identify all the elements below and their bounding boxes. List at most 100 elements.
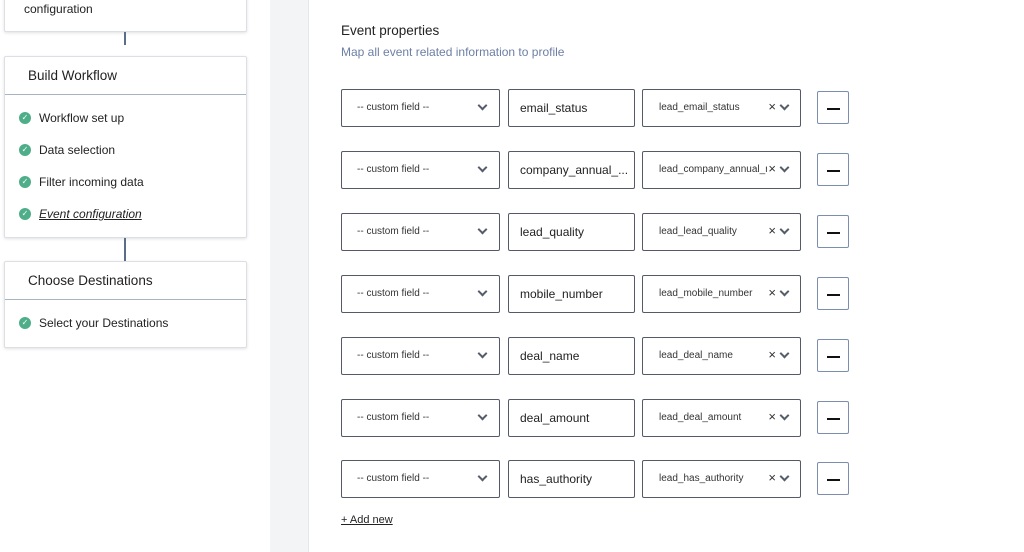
divider-gap: [270, 0, 308, 552]
field-name-input[interactable]: deal_name: [508, 337, 635, 375]
field-name-value: lead_quality: [520, 225, 585, 239]
chevron-down-icon: [477, 410, 488, 421]
field-name-value: mobile_number: [520, 287, 603, 301]
custom-field-value: -- custom field --: [357, 164, 430, 175]
lead-field-value: lead_has_authority: [659, 473, 744, 484]
custom-field-select[interactable]: -- custom field --: [341, 89, 500, 127]
add-new-link[interactable]: + Add new: [341, 514, 393, 526]
custom-field-select[interactable]: -- custom field --: [341, 151, 500, 189]
field-name-input[interactable]: mobile_number: [508, 275, 635, 313]
mapping-row: -- custom field -- deal_name lead_deal_nam…: [341, 337, 851, 375]
remove-row-button[interactable]: [817, 462, 849, 495]
configuration-card: configuration: [4, 0, 247, 32]
remove-row-button[interactable]: [817, 91, 849, 124]
step-select-destinations[interactable]: ✓ Select your Destinations: [19, 314, 168, 332]
chevron-down-icon: [477, 162, 488, 173]
field-name-value: company_annual_...: [520, 163, 629, 177]
minus-icon: [827, 294, 840, 296]
clear-icon[interactable]: ×: [768, 409, 776, 424]
custom-field-value: -- custom field --: [357, 102, 430, 113]
clear-icon[interactable]: ×: [768, 347, 776, 362]
step-event-configuration[interactable]: ✓ Event configuration: [19, 205, 142, 223]
step-workflow-setup[interactable]: ✓ Workflow set up: [19, 109, 124, 127]
lead-field-value: lead_mobile_number: [659, 288, 753, 299]
minus-icon: [827, 170, 840, 172]
custom-field-value: -- custom field --: [357, 226, 430, 237]
field-name-value: deal_name: [520, 349, 580, 363]
chevron-down-icon[interactable]: [779, 100, 790, 111]
clear-icon[interactable]: ×: [768, 470, 776, 485]
custom-field-value: -- custom field --: [357, 473, 430, 484]
minus-icon: [827, 479, 840, 481]
custom-field-select[interactable]: -- custom field --: [341, 275, 500, 313]
field-name-input[interactable]: deal_amount: [508, 399, 635, 437]
step-label: Select your Destinations: [39, 316, 169, 330]
build-workflow-card: Build Workflow ✓ Workflow set up ✓ Data …: [4, 56, 247, 238]
choose-destinations-title: Choose Destinations: [5, 262, 246, 300]
mapping-row: -- custom field -- mobile_number lead_mobi…: [341, 275, 851, 313]
clear-icon[interactable]: ×: [768, 285, 776, 300]
lead-field-select[interactable]: lead_mobile_number ×: [642, 275, 801, 313]
remove-row-button[interactable]: [817, 339, 849, 372]
lead-field-value: lead_deal_amount: [659, 412, 742, 423]
connector-line: [124, 32, 126, 45]
step-label: Event configuration: [39, 207, 142, 221]
check-icon: ✓: [19, 144, 31, 156]
lead-field-select[interactable]: lead_deal_name×: [642, 337, 801, 375]
check-icon: ✓: [19, 317, 31, 329]
custom-field-select[interactable]: -- custom field --: [341, 460, 500, 498]
choose-destinations-card: Choose Destinations ✓ Select your Destin…: [4, 261, 247, 348]
check-icon: ✓: [19, 176, 31, 188]
remove-row-button[interactable]: [817, 153, 849, 186]
lead-field-value: lead_lead_quality: [659, 226, 737, 237]
chevron-down-icon: [477, 348, 488, 359]
step-filter-incoming-data[interactable]: ✓ Filter incoming data: [19, 173, 144, 191]
step-label: Workflow set up: [39, 111, 125, 125]
lead-field-select[interactable]: lead_deal_amount ×: [642, 399, 801, 437]
check-icon: ✓: [19, 112, 31, 124]
field-name-input[interactable]: email_status: [508, 89, 635, 127]
mapping-row: -- custom field -- company_annual_... lead…: [341, 151, 851, 189]
step-label: Data selection: [39, 143, 116, 157]
custom-field-select[interactable]: -- custom field --: [341, 399, 500, 437]
field-name-value: deal_amount: [520, 411, 590, 425]
chevron-down-icon: [477, 100, 488, 111]
chevron-down-icon[interactable]: [779, 224, 790, 235]
field-name-input[interactable]: company_annual_...: [508, 151, 635, 189]
custom-field-select[interactable]: -- custom field --: [341, 337, 500, 375]
step-label: Filter incoming data: [39, 175, 144, 189]
remove-row-button[interactable]: [817, 215, 849, 248]
chevron-down-icon[interactable]: [779, 348, 790, 359]
mapping-row: -- custom field -- lead_quality lead_lead_…: [341, 213, 851, 251]
remove-row-button[interactable]: [817, 401, 849, 434]
chevron-down-icon[interactable]: [779, 410, 790, 421]
clear-icon[interactable]: ×: [768, 223, 776, 238]
check-icon: ✓: [19, 208, 31, 220]
custom-field-select[interactable]: -- custom field --: [341, 213, 500, 251]
page-title: Event properties: [341, 23, 440, 38]
chevron-down-icon[interactable]: [779, 471, 790, 482]
remove-row-button[interactable]: [817, 277, 849, 310]
lead-field-select[interactable]: lead_has_authority ×: [642, 460, 801, 498]
minus-icon: [827, 356, 840, 358]
lead-field-select[interactable]: lead_lead_quality ×: [642, 213, 801, 251]
clear-icon[interactable]: ×: [768, 99, 776, 114]
chevron-down-icon: [477, 224, 488, 235]
chevron-down-icon: [477, 286, 488, 297]
custom-field-value: -- custom field --: [357, 350, 430, 361]
lead-field-select[interactable]: lead_company_annual_re×: [642, 151, 801, 189]
minus-icon: [827, 232, 840, 234]
step-data-selection[interactable]: ✓ Data selection: [19, 141, 115, 159]
chevron-down-icon[interactable]: [779, 286, 790, 297]
page-subtitle: Map all event related information to pro…: [341, 45, 565, 59]
field-name-input[interactable]: lead_quality: [508, 213, 635, 251]
mapping-row: -- custom field -- deal_amount lead_deal_a…: [341, 399, 851, 437]
clear-icon[interactable]: ×: [768, 161, 776, 176]
lead-field-select[interactable]: lead_email_status×: [642, 89, 801, 127]
chevron-down-icon[interactable]: [779, 162, 790, 173]
custom-field-value: -- custom field --: [357, 412, 430, 423]
field-name-input[interactable]: has_authority: [508, 460, 635, 498]
connector-line: [124, 238, 126, 261]
